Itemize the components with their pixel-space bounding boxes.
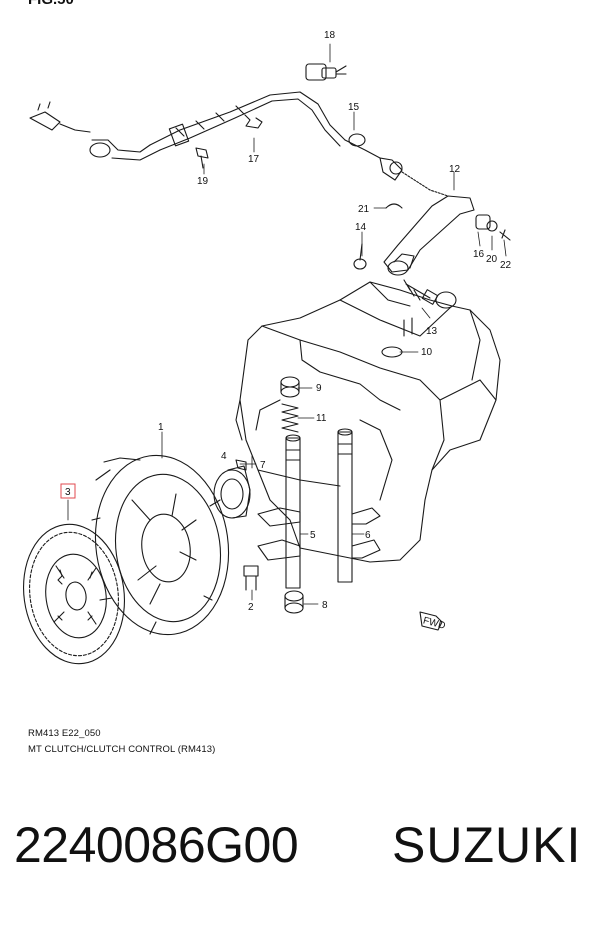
callout-18: 18 bbox=[324, 30, 336, 41]
pin-22 bbox=[499, 229, 511, 241]
brand-name: SUZUKI bbox=[392, 817, 582, 873]
callout-13: 13 bbox=[426, 326, 438, 337]
callout-3: 3 bbox=[65, 487, 71, 498]
bush-8 bbox=[284, 590, 304, 614]
callout-6: 6 bbox=[365, 530, 371, 541]
callout-20: 20 bbox=[486, 254, 498, 265]
callout-21: 21 bbox=[358, 204, 370, 215]
callout-12: 12 bbox=[449, 164, 461, 175]
callout-11: 11 bbox=[316, 413, 327, 424]
bush-9 bbox=[280, 376, 300, 398]
bolt-2 bbox=[243, 565, 259, 591]
shaft-6 bbox=[337, 428, 381, 583]
circlip-21 bbox=[385, 203, 403, 209]
figure-title: MT CLUTCH/CLUTCH CONTROL (RM413) bbox=[28, 744, 216, 755]
clutch-disc-3 bbox=[22, 523, 126, 665]
callout-3-highlight bbox=[60, 483, 76, 499]
figure-code: RM413 E22_050 bbox=[28, 728, 101, 739]
callout-10: 10 bbox=[421, 347, 433, 358]
release-bearing-4 bbox=[213, 465, 251, 519]
callout-22: 22 bbox=[500, 260, 512, 271]
leader-lines bbox=[67, 43, 507, 605]
bush-16 bbox=[475, 214, 491, 230]
callout-8: 8 bbox=[322, 600, 328, 611]
bolt-19 bbox=[195, 147, 209, 169]
pressure-plate-1 bbox=[91, 454, 230, 636]
callout-2: 2 bbox=[248, 602, 254, 613]
clutch-cable bbox=[29, 91, 449, 197]
connector-18 bbox=[305, 63, 347, 81]
product-footer: 2240086G00 SUZUKI bbox=[0, 820, 600, 900]
shaft-5 bbox=[257, 434, 301, 589]
washer-20 bbox=[486, 220, 498, 232]
clip-7 bbox=[235, 459, 247, 471]
cable-bracket bbox=[244, 114, 263, 129]
release-fork bbox=[383, 195, 475, 276]
callout-1: 1 bbox=[158, 422, 164, 433]
callout-17: 17 bbox=[248, 154, 260, 165]
transmission-case bbox=[235, 281, 501, 563]
part-number: 2240086G00 bbox=[14, 817, 299, 873]
callout-16: 16 bbox=[473, 249, 485, 260]
figure-label: FIG.50 bbox=[28, 0, 74, 8]
spring-11 bbox=[281, 403, 299, 433]
callout-9: 9 bbox=[316, 383, 322, 394]
callout-19: 19 bbox=[197, 176, 209, 187]
callout-14: 14 bbox=[355, 222, 367, 233]
callout-4: 4 bbox=[221, 451, 227, 462]
callout-5: 5 bbox=[310, 530, 316, 541]
callout-15: 15 bbox=[348, 102, 360, 113]
washer-10 bbox=[381, 346, 403, 358]
bolt-14 bbox=[353, 243, 367, 270]
callout-7: 7 bbox=[260, 460, 266, 471]
exploded-parts-diagram: 1 2 3 4 5 6 7 8 9 10 11 12 13 14 15 16 1… bbox=[22, 30, 512, 665]
callout-labels: 1 2 3 4 5 6 7 8 9 10 11 12 13 14 15 16 1… bbox=[60, 30, 512, 632]
fwd-direction-tag bbox=[419, 611, 443, 631]
